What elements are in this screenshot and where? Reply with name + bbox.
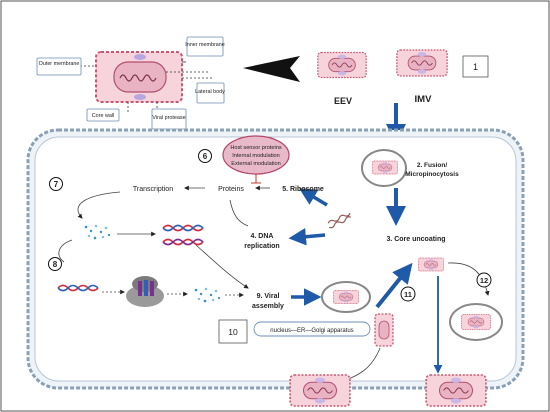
step-12-number: 12: [480, 276, 488, 285]
wrapped-virion: [461, 314, 491, 330]
transcription-label: Transcription: [133, 186, 173, 193]
proteins-label: Proteins: [218, 186, 244, 193]
budding-virion-core: [378, 320, 390, 340]
fusion-label-line1: 2. Fusion/: [417, 162, 448, 169]
protein-to-dna-curve: [229, 199, 249, 227]
callout-right: [166, 71, 212, 79]
eev-label: EEV: [334, 96, 352, 106]
anatomy-virion-core: [113, 61, 167, 93]
arrow-to-release: [375, 262, 413, 309]
step-8-number: 8: [53, 260, 58, 269]
lateral-body-label-box: [196, 82, 225, 104]
wrapping-curve: [447, 262, 490, 296]
viral-protease-label: Viral protease: [152, 115, 185, 121]
step-6-number: 6: [203, 152, 208, 161]
chevron-left-arrow: [243, 56, 300, 82]
cytoplasmic-virion: [418, 257, 444, 272]
step-11-number: 11: [404, 290, 412, 299]
step-12-circle: [476, 272, 492, 288]
imv-label: IMV: [415, 94, 433, 105]
lateral-body-top: [134, 54, 146, 60]
secretory-pathway-pill: [253, 321, 371, 337]
dna-replication-line1: 4. DNA: [251, 233, 274, 240]
dna-to-assembly-curve: [195, 244, 249, 289]
step-1-box: [462, 55, 489, 78]
host-sensor-line1: Host sensor proteins: [230, 145, 282, 151]
dna-replication-line2: replication: [244, 243, 279, 250]
anatomy-genome: [119, 74, 157, 82]
ribosome-label: 5. Ribosome: [282, 186, 324, 193]
secretory-pathway-label: nucleus—ER—Golgi apparatus: [270, 328, 353, 334]
step-6-circle: [198, 149, 212, 163]
transcription-curve: [77, 191, 121, 219]
internalized-virion: [372, 160, 398, 175]
host-sensor-line3: External modulation: [231, 161, 280, 167]
inner-membrane-label-box: [186, 36, 224, 57]
released-virion-left: [289, 374, 351, 407]
viral-assembly-line1: 9. Viral: [257, 293, 280, 300]
arrow-to-ribosome: [298, 188, 328, 207]
viral-assembly-line2: assembly: [252, 303, 284, 310]
core-wall-label: Core wall: [92, 113, 114, 119]
core-uncoating-label: 3. Core uncoating: [386, 236, 445, 243]
lateral-body-label: Lateral body: [195, 89, 225, 95]
imv-virion: [396, 49, 448, 77]
dna-curve-to-8: [58, 239, 73, 263]
transcription-dna: [57, 284, 99, 292]
outer-membrane-label-box: [36, 57, 82, 76]
core-wall-label-box: [86, 108, 120, 122]
replicating-dna: [162, 224, 204, 246]
inner-membrane-label: Inner membrane: [185, 42, 225, 48]
assembled-virion: [333, 290, 359, 304]
step-10-number: 10: [228, 327, 238, 337]
step-10-box: [218, 319, 248, 344]
released-genome: [327, 212, 352, 229]
ribosome-complex: [126, 276, 164, 307]
arrow-to-replication: [288, 228, 326, 246]
fusion-label-line2: Micropinocytosis: [405, 171, 459, 178]
released-virion-right: [425, 374, 487, 407]
step-7-circle: [49, 177, 63, 191]
step-8-circle: [48, 257, 62, 271]
step-11-circle: [400, 286, 416, 302]
host-sensor-line2: Internal modulation: [232, 153, 280, 159]
lateral-body-bottom: [134, 94, 146, 100]
step-7-number: 7: [54, 180, 59, 189]
outer-membrane-label: Outer membrane: [39, 61, 80, 67]
step-1-number: 1: [473, 62, 478, 72]
eev-virion: [317, 51, 367, 79]
virion-anatomy: Outer membrane Inner membrane Lateral bo…: [36, 36, 225, 130]
